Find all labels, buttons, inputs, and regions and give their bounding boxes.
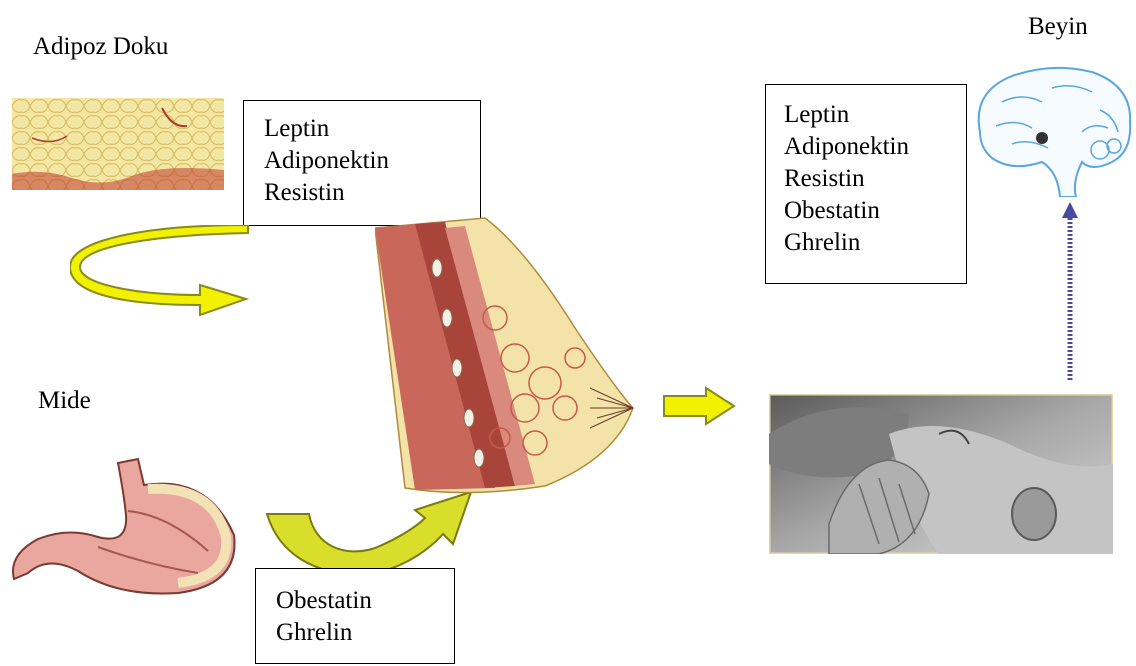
breast-anatomy-image — [375, 208, 635, 496]
hormone-resistin: Resistin — [784, 163, 948, 195]
breastfeeding-infant-image — [769, 394, 1113, 554]
hormone-ghrelin: Ghrelin — [276, 617, 434, 649]
brain-image — [972, 62, 1136, 197]
hormone-adiponektin: Adiponektin — [784, 131, 948, 163]
adipose-tissue-image — [12, 98, 224, 190]
curved-arrow-adipose — [70, 225, 260, 320]
stomach-label: Mide — [38, 388, 91, 413]
hormone-leptin: Leptin — [784, 99, 948, 131]
brain-label: Beyin — [1028, 14, 1088, 39]
curved-arrow-stomach — [265, 488, 475, 580]
hormone-leptin: Leptin — [264, 113, 460, 145]
brain-hormones-box: Leptin Adiponektin Resistin Obestatin Gh… — [765, 84, 967, 284]
hormone-adiponektin: Adiponektin — [264, 145, 460, 177]
straight-arrow-to-infant — [662, 386, 736, 426]
stomach-image — [8, 455, 240, 605]
hormone-obestatin: Obestatin — [784, 195, 948, 227]
adipose-label: Adipoz Doku — [33, 34, 168, 59]
stomach-hormones-box: Obestatin Ghrelin — [255, 568, 455, 664]
hormone-obestatin: Obestatin — [276, 585, 434, 617]
hormone-ghrelin: Ghrelin — [784, 227, 948, 259]
hormone-resistin: Resistin — [264, 177, 460, 209]
dotted-arrow-to-brain — [1060, 202, 1080, 382]
